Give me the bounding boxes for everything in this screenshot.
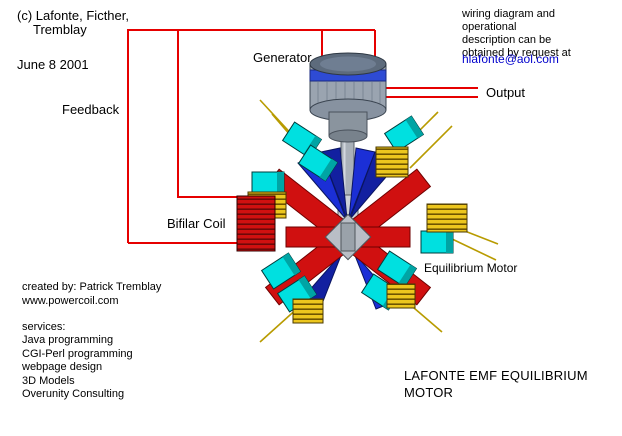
feedback-label: Feedback: [62, 102, 120, 117]
shaft-collar: [340, 222, 356, 252]
main-title: LAFONTE EMF EQUILIBRIUM MOTOR: [404, 368, 588, 400]
website-text: www.powercoil.com: [22, 295, 119, 307]
service-item: webpage design: [22, 361, 103, 374]
service-item: Java programming: [22, 334, 114, 347]
copyright-line2: Tremblay: [33, 22, 87, 37]
service-item: Overunity Consulting: [22, 388, 125, 401]
generator-label: Generator: [253, 50, 312, 65]
request-note: wiring diagram and operational descripti…: [462, 8, 571, 59]
output-wire: [378, 87, 478, 98]
services-block: services: Java programming CGI-Perl prog…: [22, 321, 133, 401]
service-item: 3D Models: [22, 374, 75, 387]
credits-block: created by: Patrick Tremblay www.powerco…: [22, 280, 161, 308]
bifilar-coil-label: Bifilar Coil: [167, 216, 226, 231]
services-heading: services:: [22, 321, 66, 333]
bifilar-coil-block: [236, 195, 276, 252]
date-text: June 8 2001: [17, 57, 89, 72]
created-by-text: created by: Patrick Tremblay: [22, 281, 162, 293]
service-item: CGI-Perl programming: [22, 347, 133, 360]
output-label: Output: [486, 85, 526, 100]
generator-3d: [309, 52, 387, 219]
email-link[interactable]: hlafonte@aol.com: [462, 52, 559, 66]
feedback-wire: [127, 29, 376, 244]
equilibrium-motor-label: Equilibrium Motor: [424, 261, 518, 275]
copyright-line1: (c) Lafonte, Ficther,: [17, 8, 129, 23]
